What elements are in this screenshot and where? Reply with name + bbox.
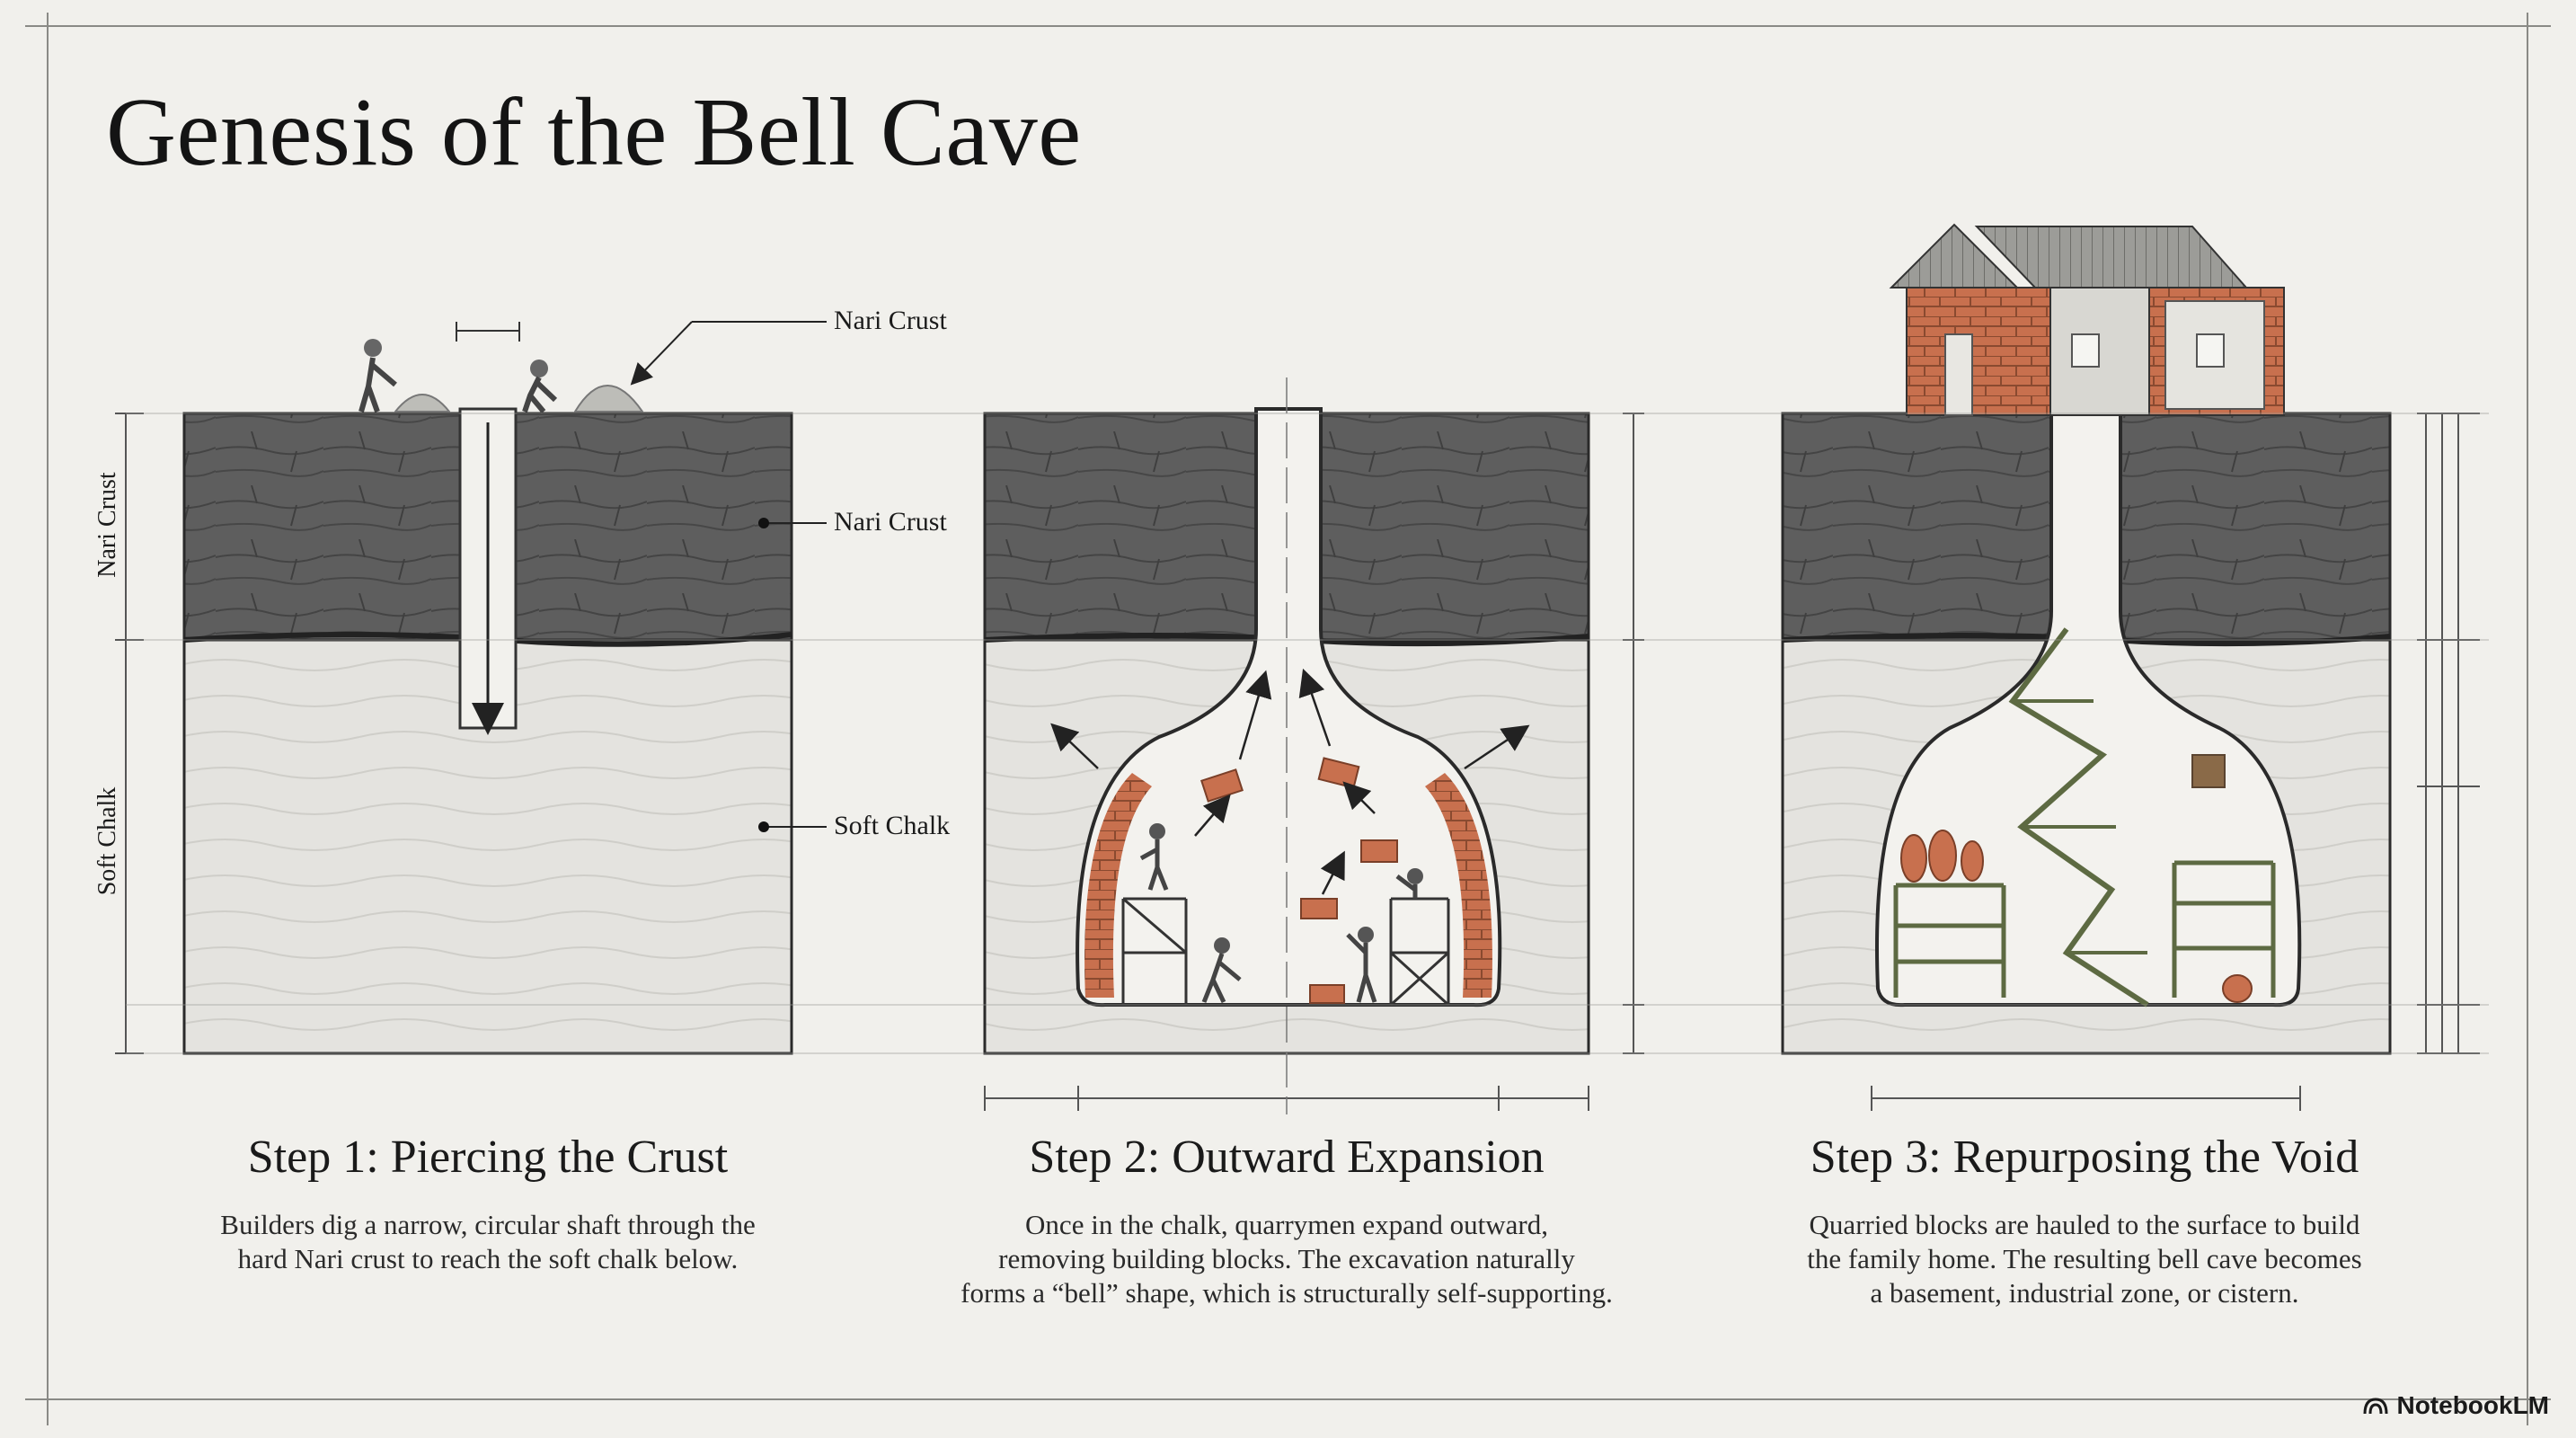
notebooklm-badge: NotebookLM: [2362, 1391, 2549, 1420]
frame-top: [25, 25, 2551, 27]
step-2-description: Once in the chalk, quarrymen expand outw…: [936, 1208, 1637, 1310]
storage-shelves: [1893, 754, 2276, 1003]
step-1-line-1: Builders dig a narrow, circular shaft th…: [220, 1209, 756, 1240]
frame-left: [47, 13, 49, 1425]
step-2-line-2: removing building blocks. The excavation…: [998, 1243, 1575, 1274]
panel-step-1: [115, 321, 827, 1055]
step-1-title: Step 1: Piercing the Crust: [247, 1132, 729, 1183]
step-3-line-2: the family home. The resulting bell cave…: [1807, 1243, 2362, 1274]
step-1-line-2: hard Nari crust to reach the soft chalk …: [237, 1243, 739, 1274]
step-2-title: Step 2: Outward Expansion: [1029, 1132, 1545, 1183]
side-label-soft-chalk: Soft Chalk: [93, 786, 121, 896]
step-3-description: Quarried blocks are hauled to the surfac…: [1734, 1208, 2435, 1310]
worker-figure-left: [359, 339, 397, 413]
step-3-title: Step 3: Repurposing the Void: [1810, 1132, 2359, 1183]
panel-step-2: [983, 377, 1644, 1114]
quarryman-figures: [1139, 823, 1423, 1004]
side-label-nari-crust: Nari Crust: [93, 472, 121, 578]
step-2-line-3: forms a “bell” shape, which is structura…: [960, 1277, 1613, 1309]
panel-step-3: [1781, 223, 2480, 1111]
step-3-line-1: Quarried blocks are hauled to the surfac…: [1809, 1209, 2360, 1240]
step-2-line-1: Once in the chalk, quarrymen expand outw…: [1025, 1209, 1548, 1240]
frame-bottom: [25, 1398, 2551, 1400]
label-nari-crust-layer: Nari Crust: [834, 507, 947, 537]
family-house: [1889, 223, 2285, 416]
step-3-line-3: a basement, industrial zone, or cistern.: [1870, 1277, 2299, 1309]
label-soft-chalk-layer: Soft Chalk: [834, 811, 951, 840]
brand-label: NotebookLM: [2396, 1391, 2549, 1419]
frame-right: [2527, 13, 2528, 1425]
label-nari-crust-surface: Nari Crust: [834, 306, 947, 335]
step-1-description: Builders dig a narrow, circular shaft th…: [137, 1208, 838, 1276]
notebooklm-logo-icon: [2363, 1398, 2388, 1415]
page-title: Genesis of the Bell Cave: [106, 79, 1082, 186]
worker-figure-right: [522, 360, 558, 413]
